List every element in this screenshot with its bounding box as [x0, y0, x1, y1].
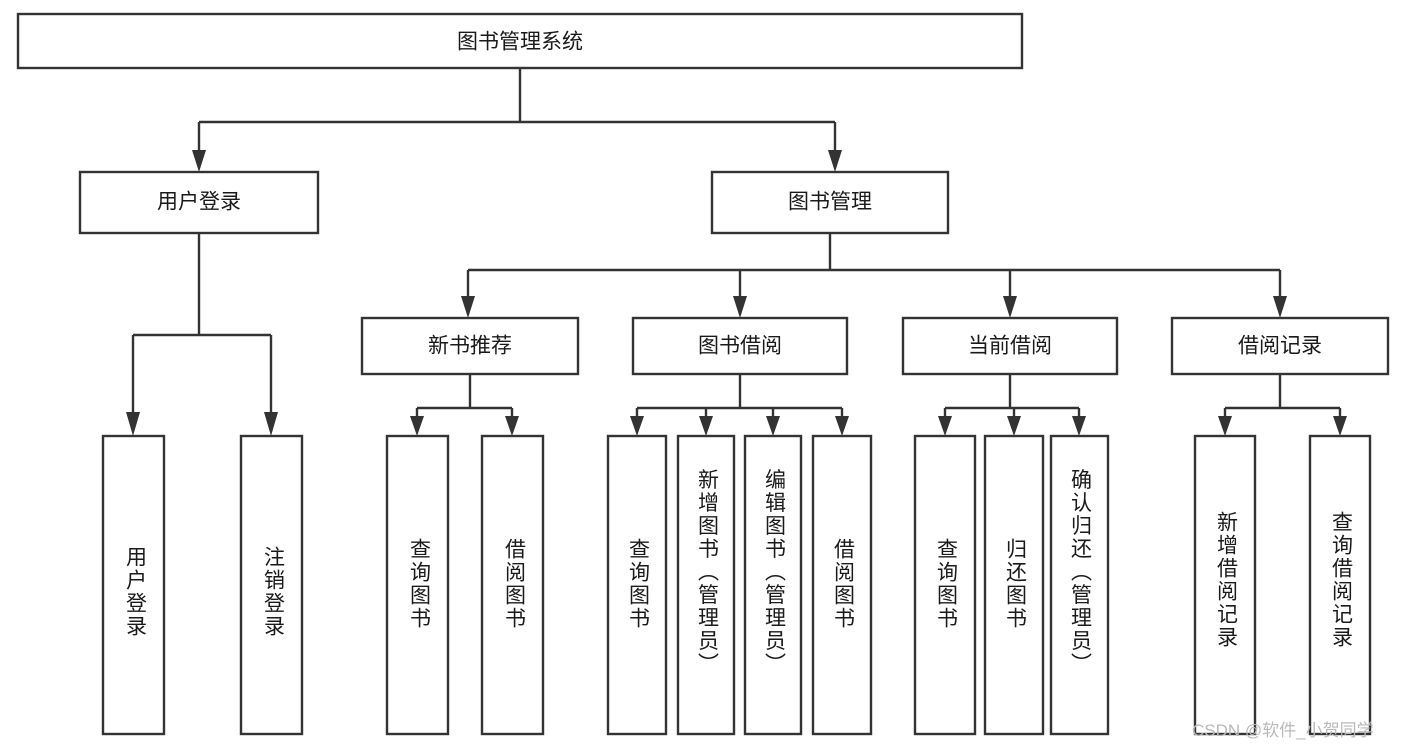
arrow-head-new-books-to-leaf2 [505, 416, 519, 436]
node-user-login-box[interactable] [78, 170, 320, 235]
leaf-node-borrow-book-new-label: 借阅图书 [502, 538, 526, 630]
arrow-head-current-to-leaf2 [1007, 416, 1021, 436]
leaf-node-add-borrow-record-label: 新增借阅记录 [1214, 511, 1238, 649]
leaf-node-edit-book-admin[interactable]: 编辑图书（管理员） [743, 434, 803, 736]
leaf-node-user-login-label: 用户登录 [123, 546, 147, 638]
node-book-borrow-label: 图书借阅 [698, 335, 782, 358]
arrow-head-new-books-to-leaf1 [410, 416, 424, 436]
leaf-node-confirm-return-admin[interactable]: 确认归还（管理员） [1049, 434, 1110, 736]
leaf-node-borrow-book-box[interactable] [811, 434, 873, 736]
arrow-head-records-to-leaf2 [1333, 416, 1347, 436]
leaf-node-query-book-current-box[interactable] [913, 434, 977, 736]
node-new-book-recommend[interactable]: 新书推荐 [360, 316, 580, 376]
leaf-node-user-login-box[interactable] [101, 434, 166, 736]
node-user-login[interactable]: 用户登录 [78, 170, 320, 235]
arrow-head-user-login-to-leaf1 [126, 412, 140, 436]
node-book-management[interactable]: 图书管理 [710, 170, 950, 235]
node-current-borrow-box[interactable] [901, 316, 1119, 376]
leaf-node-query-book-current[interactable]: 查询图书 [913, 434, 977, 736]
node-book-management-label: 图书管理 [788, 191, 872, 214]
arrow-head-book-mgmt-to-borrow [733, 296, 747, 318]
leaf-node-query-book-current-label: 查询图书 [934, 538, 958, 630]
leaf-node-query-book-new-box[interactable] [385, 434, 450, 736]
arrow-head-borrow-to-leaf1 [630, 416, 644, 436]
node-borrow-records-label: 借阅记录 [1238, 335, 1322, 358]
arrow-head-records-to-leaf1 [1218, 416, 1232, 436]
leaf-node-add-book-admin-box[interactable] [676, 434, 736, 736]
leaf-node-query-book-borrow[interactable]: 查询图书 [606, 434, 668, 736]
leaf-node-query-book-borrow-box[interactable] [606, 434, 668, 736]
node-root-system[interactable]: 图书管理系统 [16, 12, 1024, 70]
leaf-node-query-borrow-record-box[interactable] [1308, 434, 1372, 736]
leaf-node-logout-box[interactable] [239, 434, 304, 736]
leaf-node-add-borrow-record[interactable]: 新增借阅记录 [1193, 434, 1257, 736]
node-book-borrow-box[interactable] [631, 316, 849, 376]
leaf-node-query-book-new[interactable]: 查询图书 [385, 434, 450, 736]
node-book-borrow[interactable]: 图书借阅 [631, 316, 849, 376]
leaf-node-query-borrow-record[interactable]: 查询借阅记录 [1308, 434, 1372, 736]
leaf-node-query-borrow-record-label: 查询借阅记录 [1329, 511, 1353, 649]
node-borrow-records-box[interactable] [1170, 316, 1390, 376]
node-user-login-label: 用户登录 [157, 191, 241, 214]
arrow-head-root-to-user-login [192, 150, 206, 172]
node-borrow-records[interactable]: 借阅记录 [1170, 316, 1390, 376]
node-current-borrow[interactable]: 当前借阅 [901, 316, 1119, 376]
arrow-head-book-mgmt-to-records [1273, 296, 1287, 318]
leaf-node-borrow-book[interactable]: 借阅图书 [811, 434, 873, 736]
leaf-node-confirm-return-admin-label: 确认归还（管理员） [1068, 469, 1092, 676]
arrow-head-current-to-leaf1 [938, 416, 952, 436]
node-book-management-box[interactable] [710, 170, 950, 235]
node-root-label: 图书管理系统 [457, 31, 583, 54]
connector-layer [126, 68, 1347, 436]
arrow-head-borrow-to-leaf2 [699, 416, 713, 436]
leaf-node-borrow-book-label: 借阅图书 [831, 538, 855, 630]
leaf-node-return-book-box[interactable] [983, 434, 1045, 736]
leaf-node-return-book-label: 归还图书 [1003, 538, 1027, 630]
leaf-node-query-book-new-label: 查询图书 [407, 538, 431, 630]
leaf-node-logout-label: 注销登录 [261, 546, 285, 638]
leaf-node-query-book-borrow-label: 查询图书 [626, 538, 650, 630]
leaf-node-return-book[interactable]: 归还图书 [983, 434, 1045, 736]
leaf-node-add-borrow-record-box[interactable] [1193, 434, 1257, 736]
arrow-head-book-mgmt-to-current [1003, 296, 1017, 318]
leaf-node-logout[interactable]: 注销登录 [239, 434, 304, 736]
leaf-node-borrow-book-new[interactable]: 借阅图书 [480, 434, 545, 736]
leaf-node-add-book-admin[interactable]: 新增图书（管理员） [676, 434, 736, 736]
leaf-node-confirm-return-admin-box[interactable] [1049, 434, 1110, 736]
arrow-head-current-to-leaf3 [1072, 416, 1086, 436]
leaf-node-edit-book-admin-box[interactable] [743, 434, 803, 736]
arrow-head-root-to-book-mgmt [828, 150, 842, 172]
leaf-node-borrow-book-new-box[interactable] [480, 434, 545, 736]
node-current-borrow-label: 当前借阅 [968, 335, 1052, 358]
leaf-node-edit-book-admin-label: 编辑图书（管理员） [762, 469, 786, 676]
arrow-head-borrow-to-leaf3 [766, 416, 780, 436]
leaf-node-add-book-admin-label: 新增图书（管理员） [695, 469, 719, 676]
arrow-head-borrow-to-leaf4 [835, 416, 849, 436]
arrow-head-book-mgmt-to-new-books [461, 296, 475, 318]
leaf-node-user-login[interactable]: 用户登录 [101, 434, 166, 736]
node-new-book-recommend-label: 新书推荐 [428, 335, 512, 358]
node-root-box[interactable] [16, 12, 1024, 70]
node-new-book-recommend-box[interactable] [360, 316, 580, 376]
arrow-head-user-login-to-leaf2 [264, 412, 278, 436]
